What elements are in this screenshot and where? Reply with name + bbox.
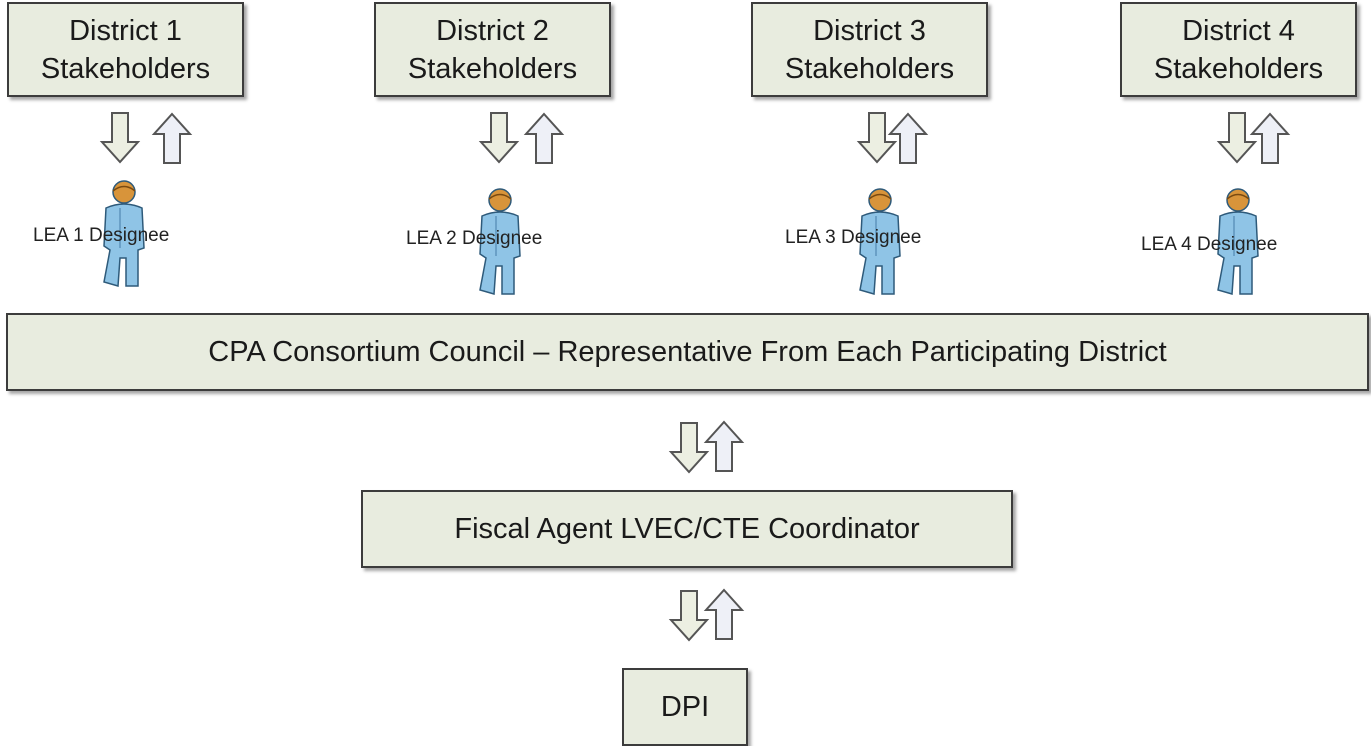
district-2-subtitle: Stakeholders xyxy=(407,52,578,85)
consortium-council-label: CPA Consortium Council – Representative … xyxy=(208,335,1167,368)
up-arrow-icon xyxy=(523,112,565,164)
up-arrow-icon xyxy=(703,420,745,472)
lea-3-designee-label: LEA 3 Designee xyxy=(785,227,922,248)
district-1-subtitle: Stakeholders xyxy=(40,52,211,85)
district-1-stakeholders-box: District 1 Stakeholders xyxy=(7,2,244,97)
down-arrow-icon xyxy=(1216,112,1258,164)
district-1-title: District 1 xyxy=(69,14,182,47)
person-icon xyxy=(479,188,521,295)
district-3-title: District 3 xyxy=(813,14,926,47)
up-arrow-icon xyxy=(1249,112,1291,164)
dpi-label: DPI xyxy=(660,690,710,723)
up-arrow-icon xyxy=(151,112,193,164)
district-3-subtitle: Stakeholders xyxy=(784,52,955,85)
lea-4-designee-label: LEA 4 Designee xyxy=(1141,234,1278,255)
down-arrow-icon xyxy=(99,112,141,164)
district-2-stakeholders-box: District 2 Stakeholders xyxy=(374,2,611,97)
person-icon xyxy=(1217,188,1259,295)
district-4-stakeholders-box: District 4 Stakeholders xyxy=(1120,2,1357,97)
down-arrow-icon xyxy=(668,422,710,474)
district-4-subtitle: Stakeholders xyxy=(1153,52,1324,85)
up-arrow-icon xyxy=(703,588,745,640)
down-arrow-icon xyxy=(668,590,710,642)
down-arrow-icon xyxy=(478,112,520,164)
district-4-title: District 4 xyxy=(1182,14,1295,47)
consortium-council-box: CPA Consortium Council – Representative … xyxy=(6,313,1369,391)
down-arrow-icon xyxy=(856,112,898,164)
up-arrow-icon xyxy=(887,112,929,164)
fiscal-agent-box: Fiscal Agent LVEC/CTE Coordinator xyxy=(361,490,1013,568)
district-2-title: District 2 xyxy=(436,14,549,47)
district-3-stakeholders-box: District 3 Stakeholders xyxy=(751,2,988,97)
lea-2-designee-label: LEA 2 Designee xyxy=(406,228,543,249)
lea-1-designee-label: LEA 1 Designee xyxy=(33,225,170,246)
person-icon xyxy=(859,188,901,295)
fiscal-agent-label: Fiscal Agent LVEC/CTE Coordinator xyxy=(454,512,920,545)
dpi-box: DPI xyxy=(622,668,748,746)
person-icon xyxy=(103,180,145,287)
